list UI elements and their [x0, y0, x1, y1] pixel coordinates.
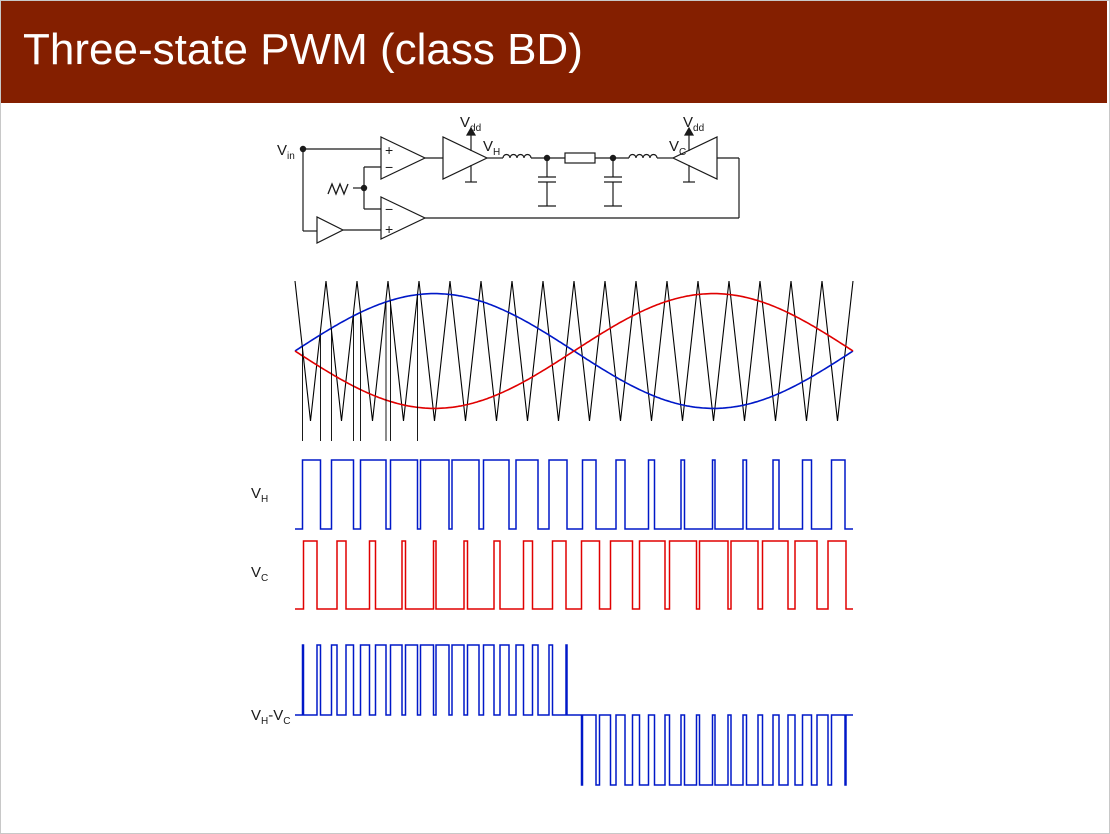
vin-label: Vin	[277, 142, 295, 162]
differential-pulse-train	[295, 644, 853, 786]
vc-pulse-train	[295, 540, 853, 610]
vh-node-label: VH	[483, 138, 500, 158]
vdd-h-label: Vdd	[460, 114, 481, 134]
load-resistor	[564, 152, 596, 164]
diff-trace-label: VH-VC	[251, 707, 291, 727]
vc-trace-label: VC	[251, 564, 268, 584]
carrier-triangle-line	[294, 280, 854, 422]
title-bar: Three-state PWM (class BD)	[1, 1, 1107, 103]
vdd-c-arrow-icon	[683, 126, 695, 136]
driver-c	[671, 136, 718, 180]
vdd-h-arrow-icon	[465, 126, 477, 136]
vh-trace-label: VH	[251, 485, 268, 505]
slide-title: Three-state PWM (class BD)	[23, 25, 583, 74]
triangle-source-icon	[327, 182, 349, 196]
inductor-left	[502, 153, 532, 159]
vh-pulse-train	[295, 459, 853, 530]
driver-h	[442, 136, 489, 180]
vdd-c-label: Vdd	[683, 114, 704, 134]
vc-waveform	[295, 540, 853, 610]
comp-top-minus-sign: −	[385, 159, 393, 175]
comparator-bottom	[380, 196, 427, 240]
vh-minus-vc-waveform	[295, 644, 853, 786]
inverted-sine-line	[294, 292, 854, 410]
inductor-right	[628, 153, 658, 159]
comparator-top	[380, 136, 427, 180]
vc-node-label: VC	[669, 138, 686, 158]
comp-bot-minus-sign: −	[385, 201, 393, 217]
circuit-schematic	[299, 126, 740, 244]
vh-waveform	[295, 459, 853, 530]
inverter-buffer	[316, 216, 345, 244]
comp-bot-plus-sign: +	[385, 221, 393, 237]
comp-top-plus-sign: +	[385, 142, 393, 158]
carrier-and-modulation-plot	[294, 280, 854, 441]
circuit-labels: Vin + − − + Vdd VH Vdd VC	[277, 114, 704, 237]
